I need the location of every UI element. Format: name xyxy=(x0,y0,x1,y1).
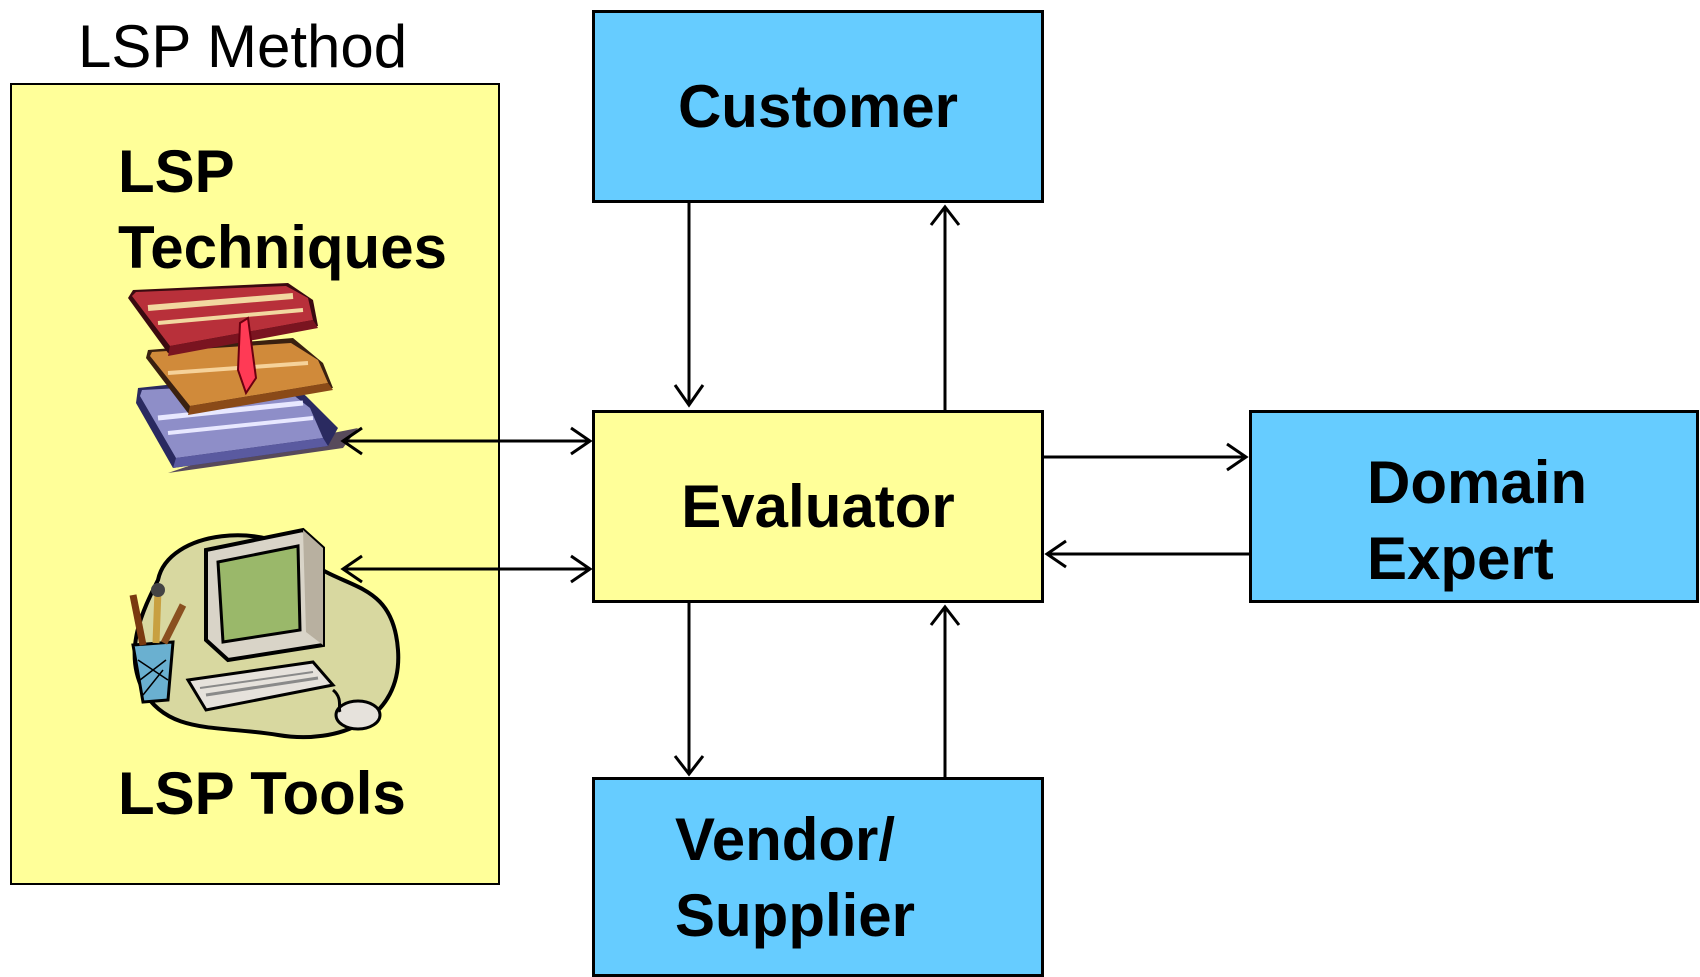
domain-expert-line-2: Expert xyxy=(1367,525,1554,592)
customer-box: Customer xyxy=(592,10,1044,203)
computer-icon xyxy=(129,527,401,740)
evaluator-label: Evaluator xyxy=(681,472,955,540)
lsp-tools-label: LSP Tools xyxy=(118,760,406,827)
vendor-line-1: Vendor/ xyxy=(675,806,896,873)
evaluator-box: Evaluator xyxy=(592,410,1044,603)
techniques-line-1: LSP xyxy=(118,138,235,205)
customer-label: Customer xyxy=(677,72,959,140)
domain-expert-line-1: Domain xyxy=(1367,449,1588,516)
method-title: LSP Method xyxy=(78,13,408,80)
lsp-techniques-label: LSP Techniques xyxy=(118,134,447,286)
vendor-supplier-box: Vendor/ Supplier xyxy=(592,777,1044,977)
lsp-method-container xyxy=(10,83,500,885)
vendor-line-2: Supplier xyxy=(675,882,916,949)
techniques-line-2: Techniques xyxy=(118,214,447,281)
books-icon xyxy=(128,283,358,473)
domain-expert-box: Domain Expert xyxy=(1249,410,1699,603)
